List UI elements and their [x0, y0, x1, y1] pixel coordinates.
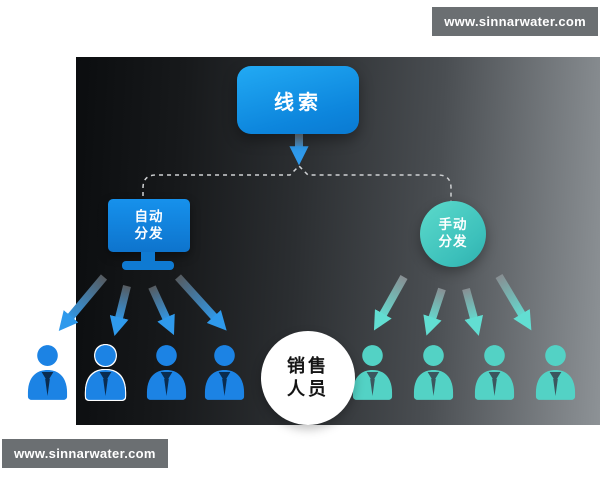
person-icon-right-3	[474, 345, 515, 400]
person-icon-left-4	[204, 345, 245, 400]
manual-distribution-node: 手动 分发	[420, 201, 486, 267]
person-icon-left-2	[85, 345, 126, 400]
site-watermark-bottom: www.sinnarwater.com	[2, 439, 168, 468]
person-icon-left-3	[146, 345, 187, 400]
person-icon-right-2	[413, 345, 454, 400]
person-icon-right-1	[352, 345, 393, 400]
auto-distribution-node: 自动 分发	[108, 199, 190, 252]
monitor-icon-stand-base	[122, 261, 174, 270]
monitor-icon-stand-neck	[141, 252, 155, 263]
sales-staff-node: 销售 人员	[261, 331, 355, 425]
person-icon-left-1	[27, 345, 68, 400]
leads-node: 线索	[237, 66, 359, 134]
site-watermark-top: www.sinnarwater.com	[432, 7, 598, 36]
person-icon-right-4	[535, 345, 576, 400]
